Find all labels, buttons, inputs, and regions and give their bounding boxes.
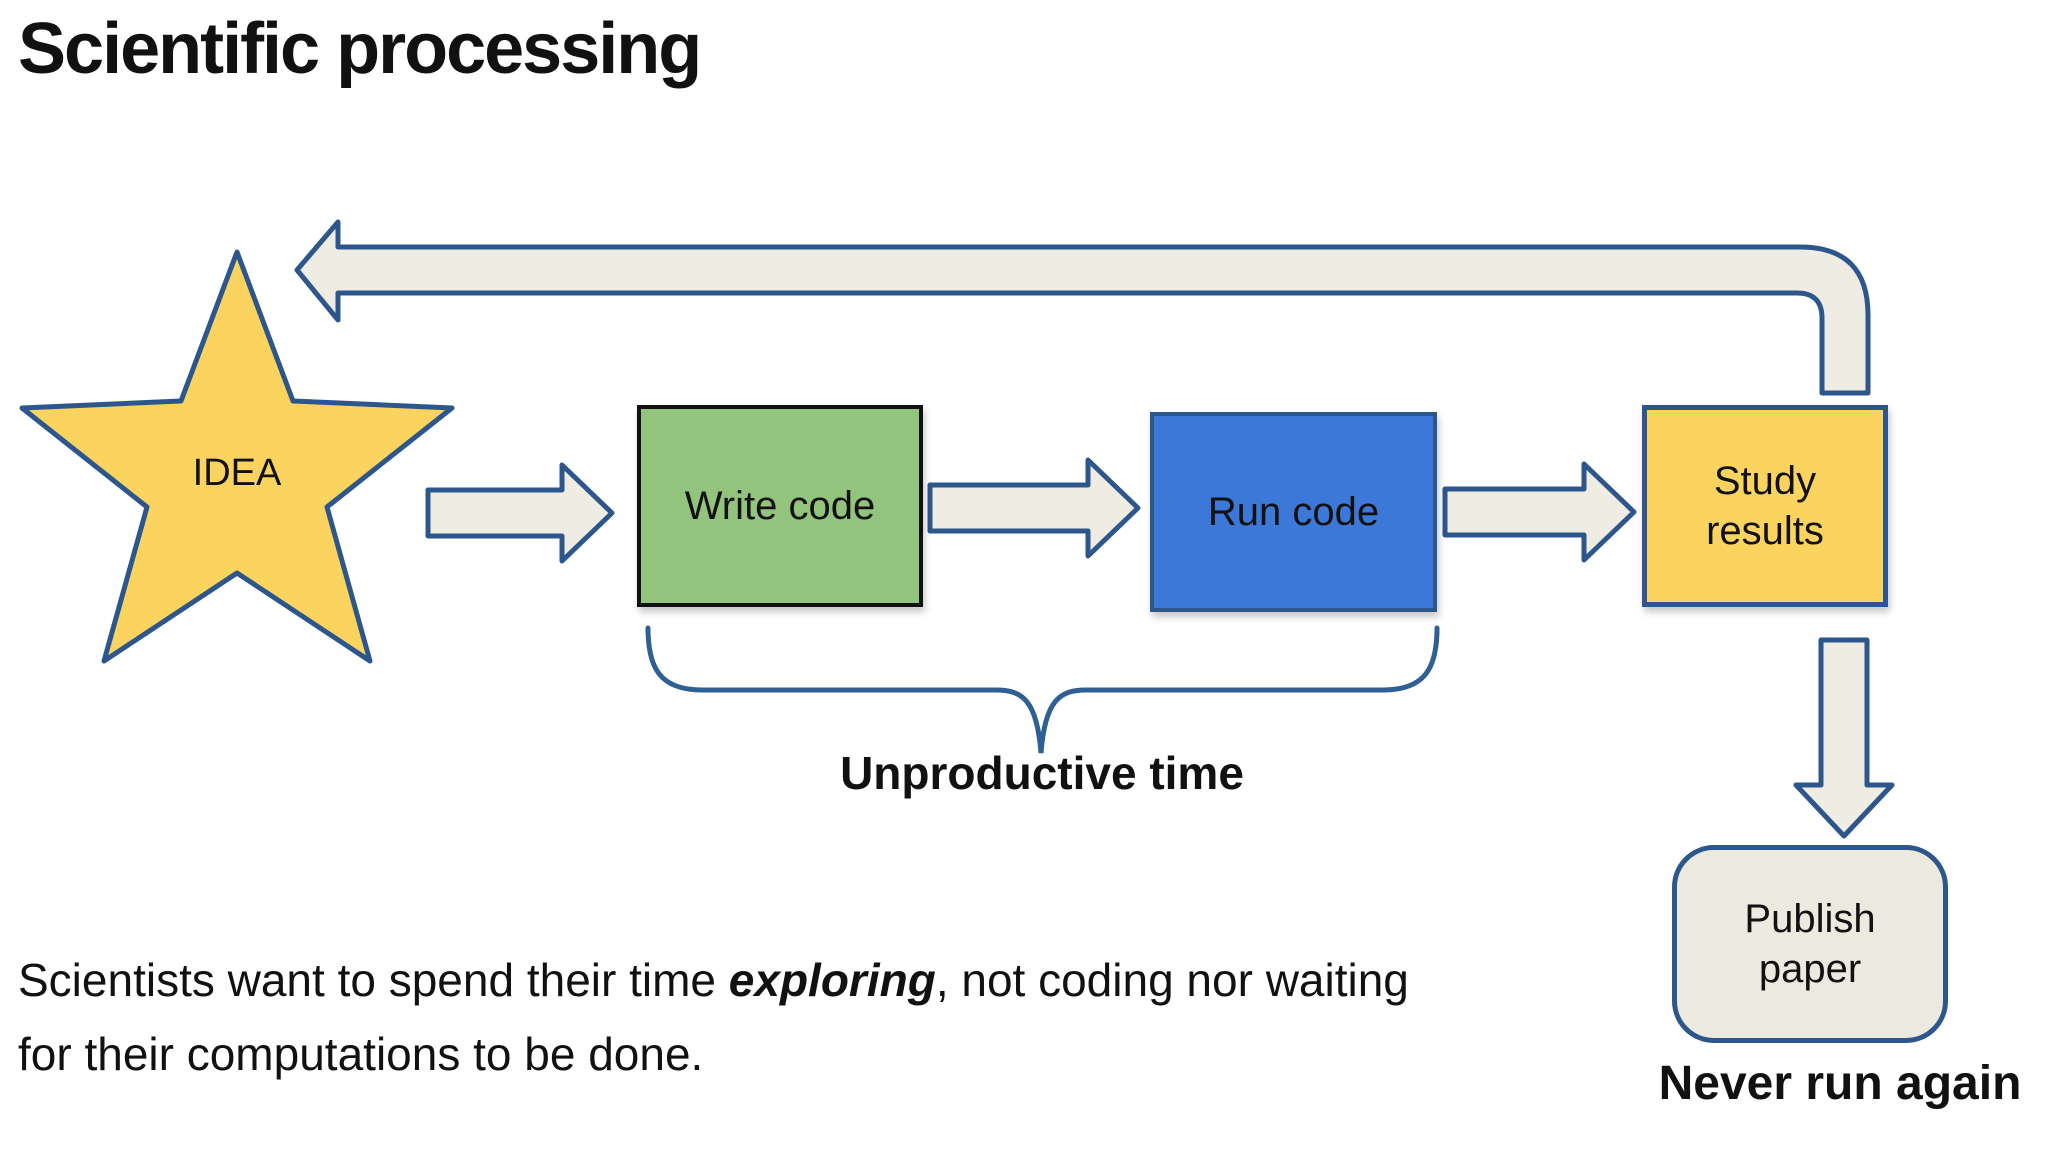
idea-star (19, 249, 455, 664)
feedback-loop-arrow (294, 219, 1871, 396)
publish-paper-label: Publish paper (1744, 897, 1876, 991)
never-run-again-caption: Never run again (1658, 1057, 2022, 1110)
write-code-box: Write code (637, 405, 923, 607)
arrow-idea-to-write (425, 462, 615, 564)
run-code-box: Run code (1150, 412, 1437, 612)
run-code-label: Run code (1207, 490, 1380, 534)
unproductive-time-label: Unproductive time (840, 747, 1244, 799)
publish-paper-box: Publish paper (1672, 845, 1948, 1043)
arrow-write-to-run (927, 457, 1141, 559)
footer-sentence-end: , not coding nor waiting for their compu… (18, 954, 1409, 1080)
write-code-label: Write code (684, 484, 876, 528)
footer-sentence-emphasis: exploring (728, 954, 936, 1006)
arrow-run-to-study (1442, 461, 1637, 563)
study-results-label: Study results (1706, 459, 1824, 553)
study-results-box: Study results (1642, 405, 1888, 607)
footer-sentence: Scientists want to spend their time expl… (18, 944, 1458, 1091)
arrow-study-to-publish (1793, 637, 1895, 839)
page-title: Scientific processing (18, 9, 702, 89)
footer-sentence-start: Scientists want to spend their time (18, 954, 729, 1006)
unproductive-time-brace (645, 625, 1440, 754)
idea-star-label: IDEA (192, 452, 282, 494)
